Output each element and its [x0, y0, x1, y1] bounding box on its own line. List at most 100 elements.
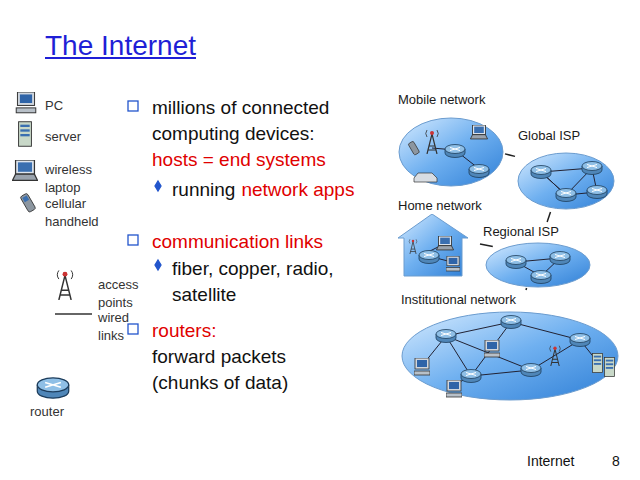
bullet-text-box: routers:: [152, 318, 387, 344]
network-region: Regional ISP: [480, 222, 592, 288]
legend-text: router: [30, 404, 64, 419]
mobile-network-area: [469, 165, 489, 178]
legend-text: access points: [98, 277, 138, 310]
bullet-text: millions of connected computing devices:: [152, 97, 329, 144]
region-label: Home network: [395, 197, 485, 214]
global-isp-area: [531, 166, 551, 179]
mobile-network-area: [414, 173, 437, 182]
network-link: [505, 154, 515, 157]
region-label: Mobile network: [395, 91, 488, 108]
home-network-area: [409, 239, 417, 254]
regional-isp-area: [550, 252, 570, 265]
network-link: [525, 288, 527, 290]
region-label: Institutional network: [398, 291, 519, 308]
home-network-area: [419, 251, 439, 264]
footer-text: Internet: [527, 453, 574, 469]
mobile-network-area: [470, 125, 487, 139]
bullet-text: fiber, copper, radio, satellite: [172, 258, 334, 305]
bullet-line: running network apps: [172, 177, 354, 203]
bullet-markers: [128, 324, 138, 334]
mobile-network-area: [445, 145, 465, 158]
mobile-network-area: [426, 130, 438, 154]
mobile-network-area: [399, 118, 503, 186]
legend-entry: server: [45, 127, 105, 145]
mobile-network-area: [408, 141, 420, 155]
mobile-network-area: [399, 118, 503, 186]
network-region: Home network: [395, 196, 493, 278]
access-point-icon: [57, 270, 72, 300]
legend-entry: router: [30, 402, 90, 420]
region-label: Regional ISP: [480, 223, 562, 240]
institutional-network-area: [550, 346, 560, 366]
global-isp-area: [587, 186, 607, 199]
handheld-icon: [22, 195, 29, 202]
network-region: Global ISP: [515, 126, 615, 212]
bullet-text-box: fiber, copper, radio, satellite: [172, 256, 387, 308]
network-link: [547, 212, 550, 222]
home-network-area: [398, 214, 468, 276]
regional-isp-area: [506, 256, 526, 269]
institutional-network-area: [425, 322, 596, 384]
bullet-text: forward packets (chunks of data): [152, 346, 288, 393]
bullet-text: running: [172, 179, 235, 200]
regional-isp-area: [486, 243, 590, 287]
server-icon: [19, 122, 32, 147]
bullet-text: network apps: [241, 179, 354, 200]
legend-text: cellular handheld: [45, 196, 99, 229]
institutional-network-area: [570, 334, 590, 347]
mobile-network-area: [408, 141, 420, 155]
bullet-text: hosts = end systems: [152, 149, 326, 170]
region-label: Global ISP: [515, 127, 583, 144]
legend-entry: wireless laptop: [45, 160, 100, 196]
bullet-text-box: hosts = end systems: [152, 147, 387, 173]
institutional-network-area: [521, 364, 541, 377]
home-network-area: [398, 214, 468, 276]
global-isp-area: [556, 189, 576, 202]
institutional-network-area: [402, 312, 618, 400]
laptop-icon: [12, 160, 37, 180]
institutional-network-area: [436, 330, 456, 343]
home-network-area: [436, 236, 453, 250]
network-region: Institutional network: [398, 290, 622, 402]
handheld-icon: [20, 193, 36, 213]
institutional-network-area: [402, 312, 618, 400]
regional-isp-area: [531, 271, 551, 284]
router-icon: [37, 378, 68, 398]
institutional-network-area: [501, 316, 521, 329]
legend-text: wireless laptop: [45, 162, 92, 195]
institutional-network-area: [461, 370, 481, 383]
network-region: Mobile network: [395, 90, 505, 190]
legend-entry: cellular handheld: [45, 194, 105, 230]
wired-link-sample: [55, 313, 92, 315]
institutional-network-area: [604, 357, 614, 376]
bullet-text: communication links: [152, 231, 323, 252]
bullet-markers: [128, 101, 138, 111]
home-network-area: [446, 256, 460, 271]
bullet-markers: [155, 260, 161, 270]
legend-entry: access points: [98, 275, 148, 311]
global-isp-area: [518, 153, 614, 209]
legend-text: server: [45, 129, 81, 144]
institutional-network-area: [414, 358, 430, 375]
footer-text-box: Internet: [527, 452, 574, 470]
legend-text: wired links: [98, 310, 129, 343]
legend-icons: [12, 92, 92, 398]
global-isp-area: [582, 162, 602, 175]
slide-title-box: The Internet: [45, 30, 196, 62]
pc-icon: [16, 92, 36, 113]
page-number-box: 8: [612, 452, 620, 470]
bullet-text-box: millions of connected computing devices:: [152, 95, 387, 147]
bullet-text: routers:: [152, 320, 216, 341]
legend-entry: PC: [45, 96, 105, 114]
regional-isp-area: [486, 243, 590, 287]
legend-entry: wired links: [98, 308, 140, 344]
bullet-markers: [155, 181, 161, 191]
network-link: [480, 244, 493, 247]
slide-title: The Internet: [45, 30, 196, 61]
handheld-icon: [20, 193, 36, 213]
institutional-network-area: [484, 340, 500, 357]
page-number: 8: [612, 453, 620, 469]
legend-text: PC: [45, 98, 63, 113]
institutional-network-area: [446, 380, 462, 397]
